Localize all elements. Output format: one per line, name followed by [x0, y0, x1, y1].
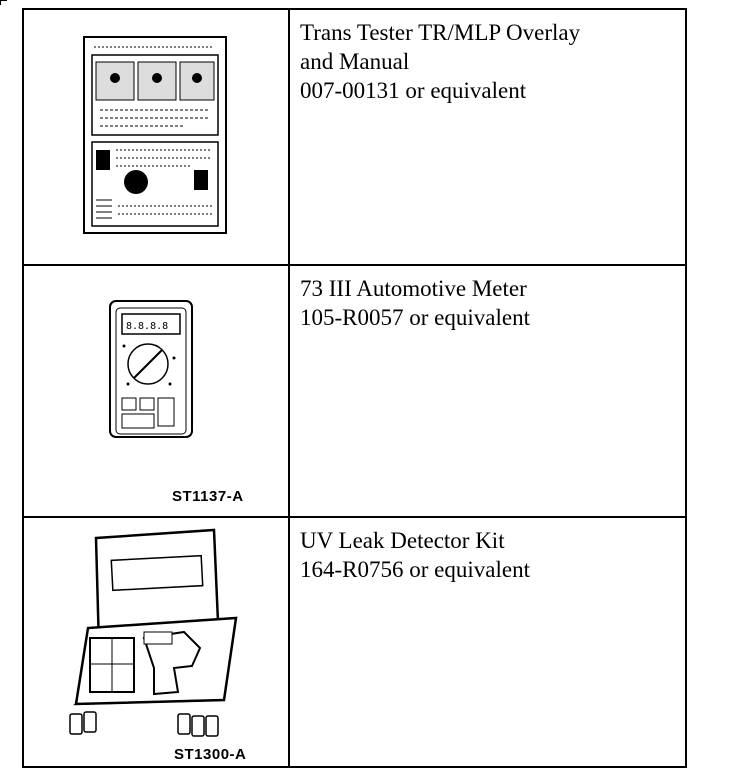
multimeter-icon: 8.8.8.8 — [109, 300, 193, 438]
tool-description: 73 III Automotive Meter 105-R0057 or equ… — [300, 274, 677, 332]
tool-name-line: 73 III Automotive Meter — [300, 276, 527, 301]
column-divider — [288, 10, 290, 264]
tool-name-line: UV Leak Detector Kit — [300, 528, 505, 553]
table-row: 8.8.8.8 ST1137-A 73 III Automotive Meter… — [24, 266, 685, 518]
image-cell — [24, 10, 288, 264]
tool-name-line: Trans Tester TR/MLP Overlay — [300, 20, 581, 45]
corner-mark — [0, 0, 7, 5]
tool-description: UV Leak Detector Kit 164-R0756 or equiva… — [300, 526, 677, 584]
part-number: 007-00131 or equivalent — [300, 78, 527, 103]
part-number: 105-R0057 or equivalent — [300, 305, 530, 330]
image-cell: 8.8.8.8 ST1137-A — [24, 266, 288, 516]
table-row: Trans Tester TR/MLP Overlay and Manual 0… — [24, 10, 685, 266]
figure-caption: ST1300-A — [174, 746, 247, 763]
leak-detector-kit-icon — [69, 528, 238, 737]
svg-text:8.8.8.8: 8.8.8.8 — [126, 321, 168, 332]
tool-name-line: and Manual — [300, 49, 410, 74]
part-number: 164-R0756 or equivalent — [300, 557, 530, 582]
column-divider — [288, 266, 290, 516]
tool-table: Trans Tester TR/MLP Overlay and Manual 0… — [22, 8, 687, 768]
tool-description: Trans Tester TR/MLP Overlay and Manual 0… — [300, 18, 677, 105]
column-divider — [288, 518, 290, 768]
table-row: ST1300-A UV Leak Detector Kit 164-R0756 … — [24, 518, 685, 768]
figure-caption: ST1137-A — [172, 488, 244, 505]
image-cell: ST1300-A — [24, 518, 288, 768]
overlay-manual-icon — [83, 36, 227, 234]
